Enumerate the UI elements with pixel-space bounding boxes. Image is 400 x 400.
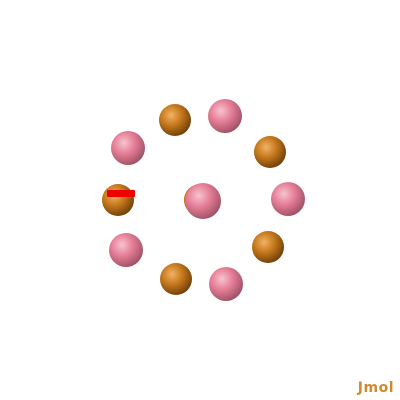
jmol-logo: Jmol bbox=[357, 380, 394, 396]
copper-atom[interactable] bbox=[102, 184, 134, 216]
copper-atom[interactable] bbox=[254, 136, 286, 168]
pink-atom[interactable] bbox=[185, 183, 221, 219]
pink-atom[interactable] bbox=[111, 131, 145, 165]
pink-atom[interactable] bbox=[208, 99, 242, 133]
pink-atom[interactable] bbox=[271, 182, 305, 216]
selection-marker bbox=[107, 190, 135, 197]
pink-atom[interactable] bbox=[209, 267, 243, 301]
copper-atom[interactable] bbox=[159, 104, 191, 136]
pink-atom[interactable] bbox=[109, 233, 143, 267]
copper-atom[interactable] bbox=[252, 231, 284, 263]
copper-atom[interactable] bbox=[160, 263, 192, 295]
